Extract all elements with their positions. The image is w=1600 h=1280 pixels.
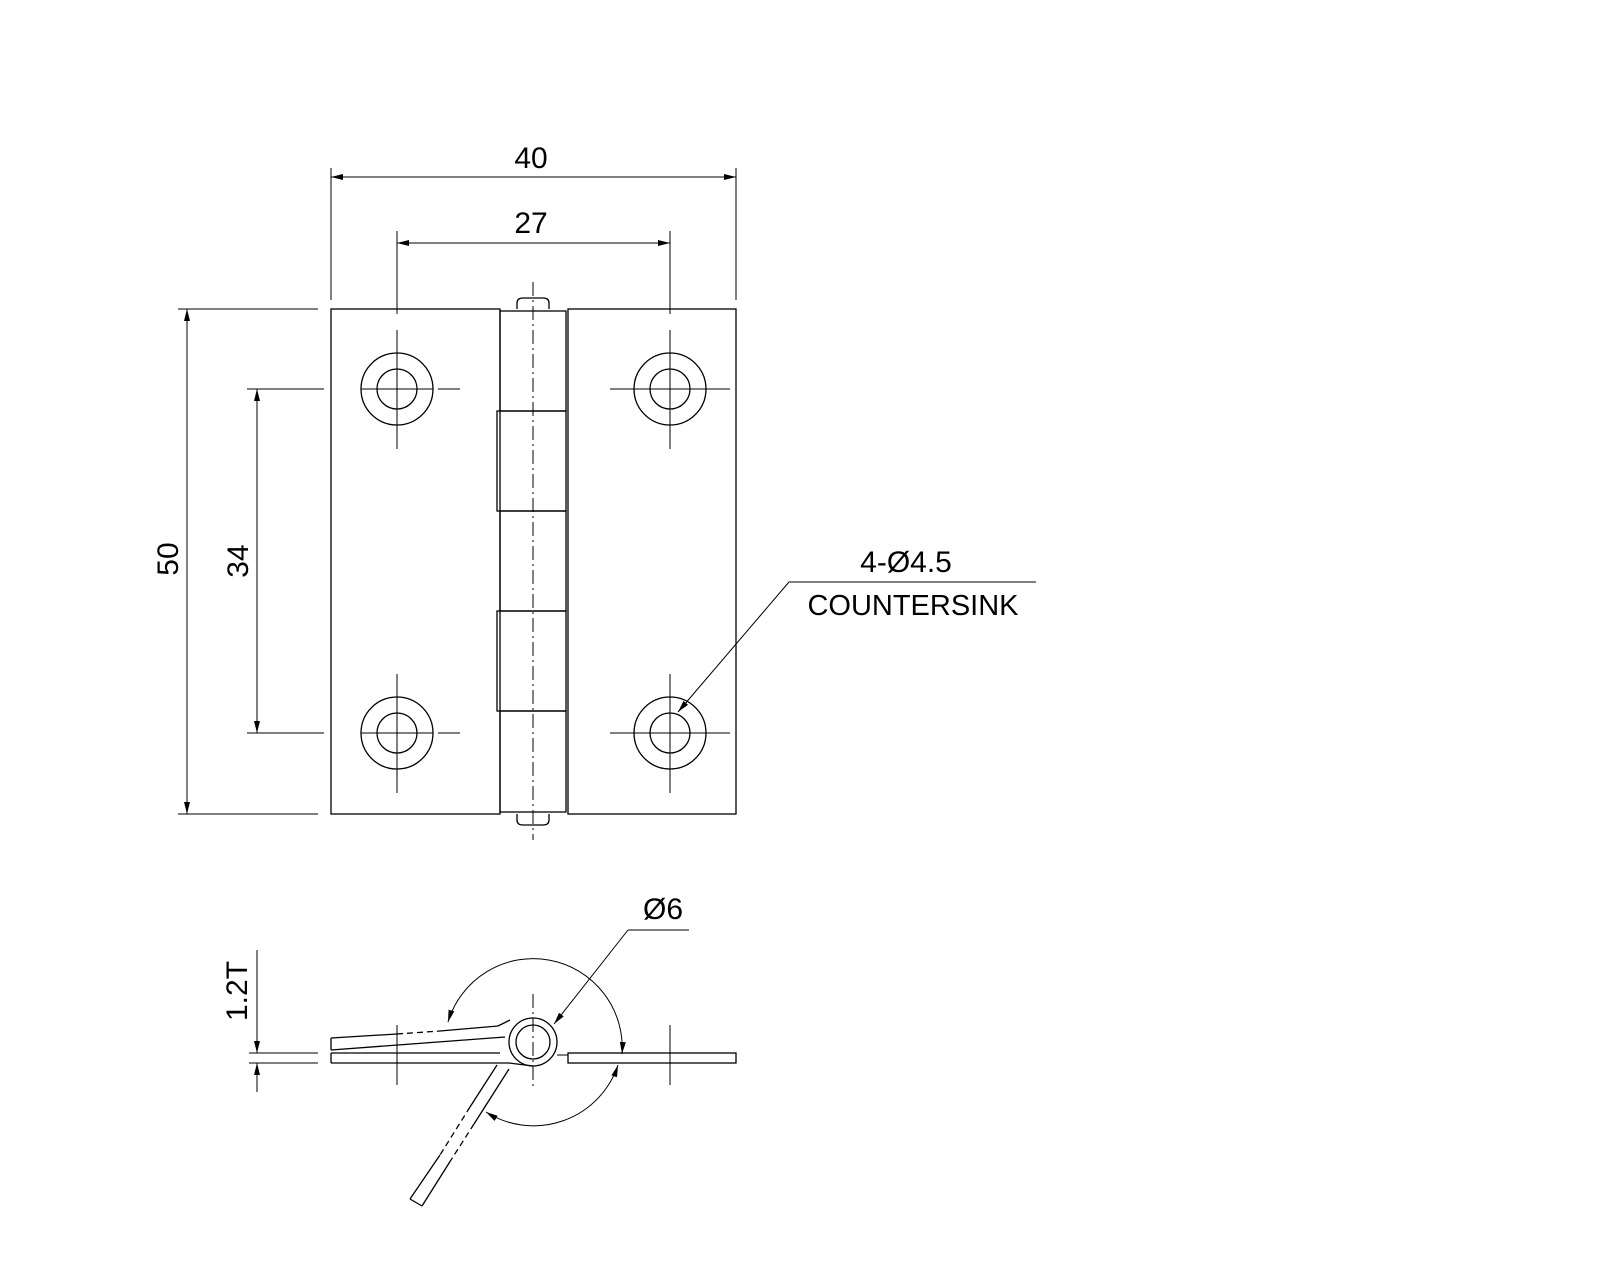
countersunk-hole	[360, 674, 460, 793]
countersunk-hole	[360, 330, 460, 449]
right-leaf	[567, 308, 737, 815]
rotation-arc-lower	[485, 1064, 619, 1127]
dim-overall-width: 40	[514, 142, 547, 175]
dim-thickness: 1.2T	[221, 961, 254, 1021]
hole-callout: 4-Ø4.5 COUNTERSINK	[677, 546, 1036, 713]
dim-hole-spacing-vertical: 34	[222, 544, 255, 577]
pin-top	[516, 297, 550, 309]
dim-pin-diameter: Ø6	[643, 893, 683, 926]
dim-overall-height: 50	[152, 542, 185, 575]
hole-callout-size: 4-Ø4.5	[860, 546, 952, 579]
side-right-leaf	[567, 1052, 737, 1064]
dim-hole-spacing-horizontal: 27	[514, 207, 547, 240]
left-leaf	[330, 308, 501, 815]
rotation-arc-upper	[447, 958, 626, 1055]
side-view: Ø6 1.2T	[221, 893, 737, 1207]
hole-callout-finish: COUNTERSINK	[807, 590, 1019, 622]
pin-bottom	[516, 814, 550, 826]
hinge-knuckle	[496, 282, 567, 840]
countersunk-hole	[610, 330, 730, 449]
front-view: 40 27 50 34 4-Ø4.5 COUNTERSINK	[152, 142, 1036, 840]
countersunk-hole	[610, 674, 730, 793]
